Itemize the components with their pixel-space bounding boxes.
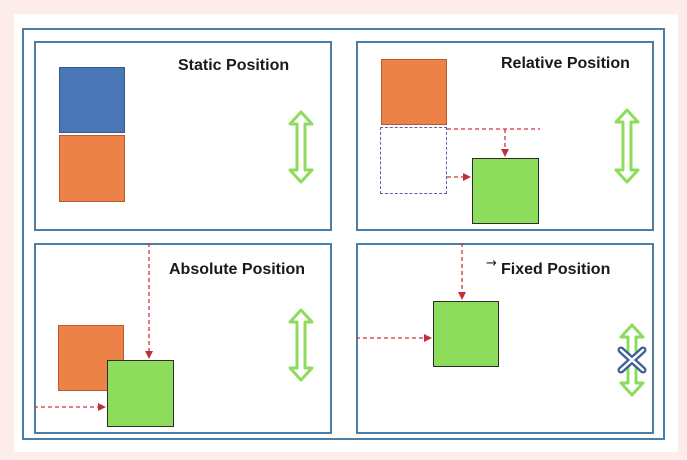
panel-title-fixed: Fixed Position: [501, 261, 611, 278]
pointer-arrow-icon: →: [486, 256, 497, 271]
panel-title-static: Static Position: [178, 57, 290, 74]
fixed-green-box: [433, 301, 499, 367]
static-blue-box: [59, 67, 125, 133]
panel-title-absolute: Absolute Position: [169, 261, 305, 278]
absolute-green-box: [107, 360, 174, 427]
relative-orange-box: [381, 59, 447, 125]
outer-frame: [22, 28, 665, 440]
relative-green-box: [472, 158, 539, 224]
static-orange-box: [59, 135, 125, 202]
panel-fixed: Fixed Position: [356, 243, 654, 434]
panel-title-relative: Relative Position: [501, 55, 630, 72]
relative-original-position-box: [380, 127, 447, 194]
